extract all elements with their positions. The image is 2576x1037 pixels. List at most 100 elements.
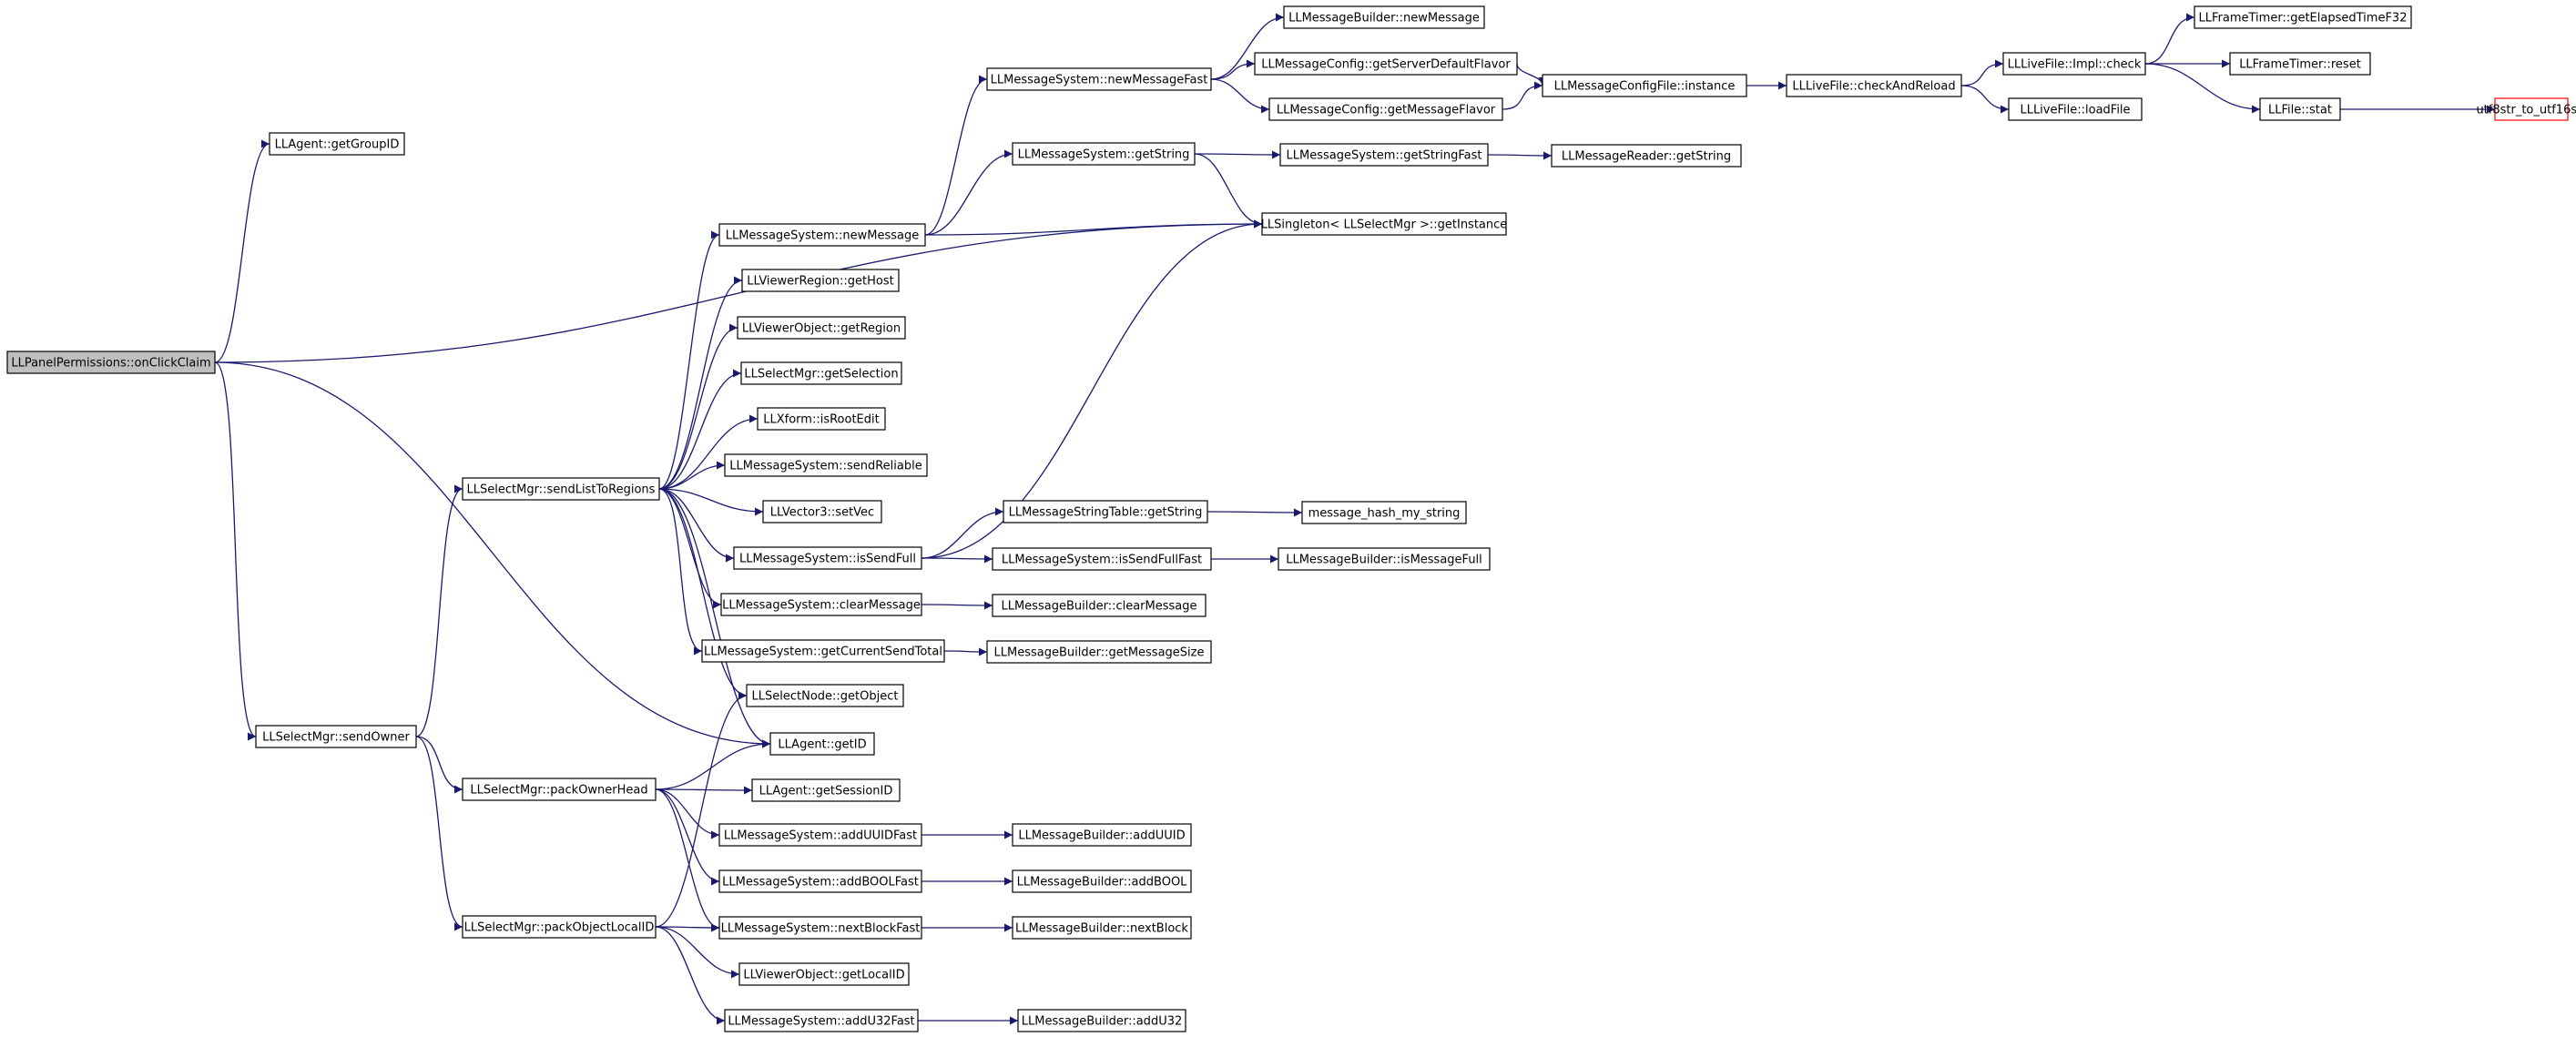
- node-file_stat[interactable]: LLFile::stat: [2259, 97, 2341, 121]
- node-mc_getMessageFlavor[interactable]: LLMessageConfig::getMessageFlavor: [1268, 97, 1503, 121]
- edge-root-to-sendOwner: [214, 361, 257, 741]
- node-mst_getString[interactable]: LLMessageStringTable::getString: [1003, 500, 1208, 524]
- edge-sendListToRegions-to-v3_setVec: [658, 488, 764, 516]
- node-ms_getCurrentSendTotal[interactable]: LLMessageSystem::getCurrentSendTotal: [701, 639, 945, 663]
- edge-sendListToRegions-to-sn_getObject: [658, 488, 748, 700]
- node-message_hash_my_string[interactable]: message_hash_my_string: [1301, 501, 1467, 524]
- node-ms_getStringFast[interactable]: LLMessageSystem::getStringFast: [1279, 143, 1489, 167]
- node-sendListToRegions[interactable]: LLSelectMgr::sendListToRegions: [462, 477, 660, 501]
- edge-root-to-singleton_getInstance: [214, 219, 1263, 363]
- node-ms_isSendFullFast[interactable]: LLMessageSystem::isSendFullFast: [992, 547, 1212, 571]
- node-utf8str_to_utf16str[interactable]: utf8str_to_utf16str: [2476, 97, 2576, 121]
- node-v3_setVec[interactable]: LLVector3::setVec: [762, 500, 882, 524]
- node-box: [1261, 212, 1507, 236]
- node-root[interactable]: LLPanelPermissions::onClickClaim: [6, 351, 216, 374]
- node-ms_nextBlockFast[interactable]: LLMessageSystem::nextBlockFast: [718, 916, 922, 940]
- node-label: LLViewerObject::getLocalID: [743, 969, 904, 982]
- node-sendOwner[interactable]: LLSelectMgr::sendOwner: [255, 725, 417, 748]
- node-lf_checkAndReload[interactable]: LLLiveFile::checkAndReload: [1786, 74, 1962, 97]
- node-label: LLSelectMgr::packObjectLocalID: [464, 921, 655, 935]
- node-ms_isSendFull[interactable]: LLMessageSystem::isSendFull: [733, 546, 922, 570]
- node-label: LLMessageBuilder::isMessageFull: [1286, 554, 1482, 567]
- node-xf_isRootEdit[interactable]: LLXform::isRootEdit: [757, 407, 886, 431]
- node-box: [740, 361, 902, 385]
- edge-lf_checkAndReload-to-lf_loadFile: [1960, 85, 2010, 114]
- node-lf_loadFile[interactable]: LLLiveFile::loadFile: [2008, 97, 2143, 121]
- node-box: [462, 915, 657, 939]
- node-box: [1254, 52, 1518, 76]
- node-ms_clearMessage[interactable]: LLMessageSystem::clearMessage: [720, 593, 922, 616]
- node-box: [1278, 547, 1491, 571]
- node-mb_addUUID[interactable]: LLMessageBuilder::addUUID: [1012, 823, 1192, 847]
- node-packOwnerHead[interactable]: LLSelectMgr::packOwnerHead: [462, 778, 657, 801]
- edge-lf_checkAndReload-to-lfi_check: [1960, 59, 2004, 86]
- node-mr_getString[interactable]: LLMessageReader::getString: [1551, 144, 1742, 168]
- edge-ms_isSendFull-to-mst_getString: [921, 507, 1004, 559]
- node-box: [1012, 916, 1192, 940]
- node-box: [1017, 1009, 1186, 1032]
- edge-packObjectLocalID-to-vo_getLocalID: [655, 926, 740, 979]
- node-mb_isMessageFull[interactable]: LLMessageBuilder::isMessageFull: [1278, 547, 1491, 571]
- edge-packOwnerHead-to-ms_addUUIDFast: [655, 788, 720, 839]
- node-mb_addBOOL[interactable]: LLMessageBuilder::addBOOL: [1012, 869, 1192, 893]
- node-mb_addU32[interactable]: LLMessageBuilder::addU32: [1017, 1009, 1186, 1032]
- node-label: LLMessageSystem::newMessage: [726, 229, 920, 243]
- node-ms_addBOOLFast[interactable]: LLMessageSystem::addBOOLFast: [718, 869, 922, 893]
- node-mb_nextBlock[interactable]: LLMessageBuilder::nextBlock: [1012, 916, 1192, 940]
- edge-ms_getStringFast-to-mr_getString: [1487, 151, 1553, 160]
- node-sn_getObject[interactable]: LLSelectNode::getObject: [746, 684, 904, 707]
- node-mb_newMessage[interactable]: LLMessageBuilder::newMessage: [1283, 5, 1485, 29]
- node-ms_newMessage[interactable]: LLMessageSystem::newMessage: [718, 223, 926, 247]
- node-ms_addUUIDFast[interactable]: LLMessageSystem::addUUIDFast: [718, 823, 922, 847]
- edge-lfi_check-to-file_stat: [2144, 63, 2261, 114]
- node-agent_getSessionID[interactable]: LLAgent::getSessionID: [751, 778, 901, 802]
- node-label: LLFrameTimer::getElapsedTimeF32: [2199, 12, 2408, 25]
- node-ft_reset[interactable]: LLFrameTimer::reset: [2229, 52, 2371, 76]
- node-label: LLMessageSystem::nextBlockFast: [721, 922, 921, 936]
- node-vr_getHost[interactable]: LLViewerRegion::getHost: [741, 269, 900, 292]
- node-ms_addU32Fast[interactable]: LLMessageSystem::addU32Fast: [724, 1009, 919, 1032]
- node-box: [269, 132, 405, 156]
- node-label: LLLiveFile::checkAndReload: [1792, 80, 1955, 94]
- node-packObjectLocalID[interactable]: LLSelectMgr::packObjectLocalID: [462, 915, 657, 939]
- edge-sendOwner-to-packOwnerHead: [415, 736, 463, 794]
- node-label: LLMessageSystem::getString: [1018, 148, 1190, 162]
- node-vo_getRegion[interactable]: LLViewerObject::getRegion: [737, 316, 906, 340]
- node-box: [1301, 501, 1467, 524]
- edge-packObjectLocalID-to-ms_nextBlockFast: [655, 923, 720, 932]
- node-ft_getElapsedTimeF32[interactable]: LLFrameTimer::getElapsedTimeF32: [2194, 5, 2412, 29]
- edge-sendListToRegions-to-ms_sendReliable: [658, 461, 726, 490]
- node-mcf_instance[interactable]: LLMessageConfigFile::instance: [1542, 74, 1747, 97]
- node-label: LLXform::isRootEdit: [763, 413, 879, 427]
- node-mc_getServerDefaultFlavor[interactable]: LLMessageConfig::getServerDefaultFlavor: [1254, 52, 1518, 76]
- node-box: [1279, 143, 1489, 167]
- edges-layer: [214, 13, 2495, 1025]
- node-box: [6, 351, 216, 374]
- edge-sendListToRegions-to-agent_getID: [658, 488, 771, 748]
- node-agent_getID[interactable]: LLAgent::getID: [769, 732, 875, 756]
- node-box: [1003, 500, 1208, 524]
- edge-ms_newMessageFast-to-mb_newMessage: [1210, 13, 1285, 80]
- node-box: [737, 316, 906, 340]
- node-box: [757, 407, 886, 431]
- node-agent_getGroupID[interactable]: LLAgent::getGroupID: [269, 132, 405, 156]
- node-label: LLMessageSystem::sendReliable: [729, 460, 921, 473]
- node-box: [718, 869, 922, 893]
- node-mb_getMessageSize[interactable]: LLMessageBuilder::getMessageSize: [986, 640, 1212, 664]
- node-box: [751, 778, 901, 802]
- node-vo_getLocalID[interactable]: LLViewerObject::getLocalID: [738, 962, 910, 986]
- node-ms_newMessageFast[interactable]: LLMessageSystem::newMessageFast: [986, 67, 1212, 91]
- node-singleton_getInstance[interactable]: LLSingleton< LLSelectMgr >::getInstance: [1261, 212, 1508, 236]
- edge-sendListToRegions-to-xf_isRootEdit: [658, 414, 759, 490]
- node-sm_getSelection[interactable]: LLSelectMgr::getSelection: [740, 361, 902, 385]
- node-label: LLMessageSystem::clearMessage: [722, 599, 921, 613]
- node-label: LLSelectMgr::getSelection: [744, 368, 898, 381]
- node-ms_getString[interactable]: LLMessageSystem::getString: [1012, 142, 1196, 166]
- node-label: LLFrameTimer::reset: [2239, 58, 2361, 72]
- edge-mc_getServerDefaultFlavor-to-mcf_instance: [1516, 63, 1547, 86]
- edge-ms_isSendFull-to-singleton_getInstance: [921, 219, 1263, 559]
- node-lfi_check[interactable]: LLLiveFile::Impl::check: [2002, 52, 2146, 76]
- edge-packObjectLocalID-to-ms_addU32Fast: [655, 926, 726, 1025]
- node-ms_sendReliable[interactable]: LLMessageSystem::sendReliable: [724, 453, 928, 477]
- node-mb_clearMessage[interactable]: LLMessageBuilder::clearMessage: [992, 594, 1207, 617]
